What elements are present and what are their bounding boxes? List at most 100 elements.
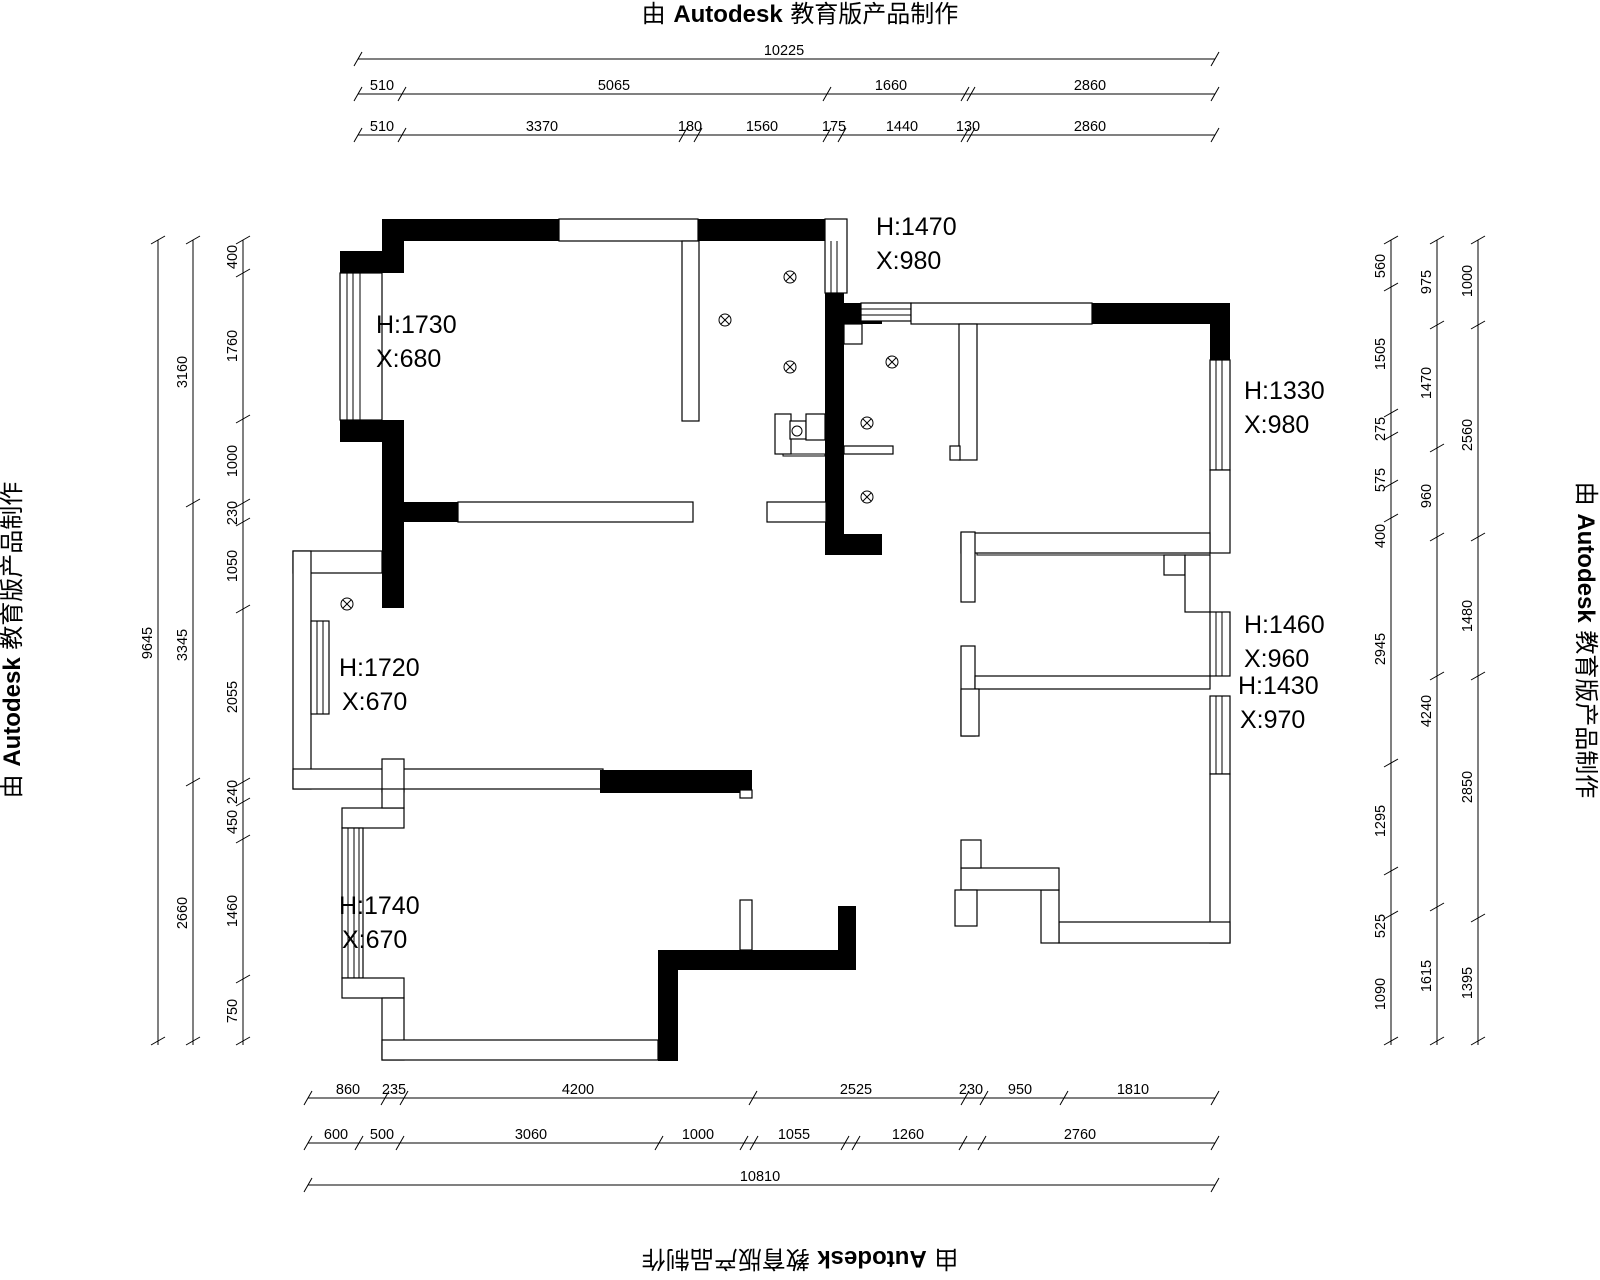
window-height-label: H:1740 — [339, 892, 420, 920]
exterior-wall — [381, 1039, 659, 1061]
dim-right: 1395 — [1460, 967, 1476, 999]
dim-top: 3370 — [526, 119, 558, 135]
wall-solid — [382, 219, 404, 273]
dim-right: 1480 — [1460, 600, 1476, 632]
partition-wall — [739, 899, 753, 951]
window-width-label: X:670 — [342, 688, 407, 716]
dim-top: 2860 — [1074, 119, 1106, 135]
partition-wall — [843, 445, 894, 455]
window-width-label: X:970 — [1240, 706, 1305, 734]
light-icon — [718, 313, 732, 327]
exterior-wall — [341, 807, 405, 829]
dim-right: 1615 — [1419, 960, 1435, 992]
window-height-label: H:1430 — [1238, 672, 1319, 700]
dim-left: 750 — [225, 999, 241, 1023]
wall-solid — [600, 770, 752, 793]
fixture — [774, 413, 792, 455]
window-height-label: H:1470 — [876, 213, 957, 241]
window-height-label: H:1720 — [339, 654, 420, 682]
dim-top: 5065 — [598, 78, 630, 94]
dim-top-total: 10225 — [764, 43, 804, 59]
dim-left: 1050 — [225, 550, 241, 582]
dim-right: 4240 — [1419, 695, 1435, 727]
exterior-wall — [1209, 773, 1231, 944]
wall-solid — [838, 906, 856, 970]
left-dimensions: 9645 3160 3345 2660 400 1760 1000 230 10… — [140, 235, 251, 1046]
shaft — [843, 323, 863, 345]
partition-wall — [960, 867, 1060, 891]
partition-wall — [949, 445, 961, 461]
right-dimensions: 560 1505 275 575 400 2945 1295 525 1090 … — [1373, 235, 1486, 1046]
partition-wall — [381, 788, 405, 809]
exterior-wall — [292, 768, 604, 790]
dim-bottom: 1000 — [682, 1127, 714, 1143]
window-frame — [1209, 611, 1231, 677]
dim-right: 1295 — [1373, 805, 1389, 837]
window-width-label: X:670 — [342, 926, 407, 954]
exterior-wall — [1184, 554, 1211, 613]
partition-wall — [960, 532, 1211, 554]
partition-wall — [681, 240, 700, 422]
dim-right: 1505 — [1373, 338, 1389, 370]
dim-top: 1440 — [886, 119, 918, 135]
wall-solid — [1092, 303, 1230, 324]
partition-wall — [960, 839, 982, 869]
dim-top: 510 — [370, 119, 394, 135]
dim-bottom: 3060 — [515, 1127, 547, 1143]
dim-left: 1760 — [225, 330, 241, 362]
dim-left: 1460 — [225, 895, 241, 927]
window-labels: H:1730 X:680 H:1470 X:980 H:1330 X:980 H… — [339, 213, 1325, 954]
window-width-label: X:980 — [1244, 411, 1309, 439]
dim-left: 450 — [225, 810, 241, 834]
dim-left: 1000 — [225, 445, 241, 477]
light-icon — [340, 597, 354, 611]
dim-bottom-total: 10810 — [740, 1169, 780, 1185]
window-height-label: H:1330 — [1244, 377, 1325, 405]
light-icon — [783, 270, 797, 284]
walls — [292, 218, 1231, 1061]
dim-right: 575 — [1373, 468, 1389, 492]
partition-wall — [974, 675, 1211, 690]
watermark-right: 由 Autodesk 教育版产品制作 — [1572, 482, 1600, 799]
dim-top: 130 — [956, 119, 980, 135]
dim-left: 230 — [225, 501, 241, 525]
dim-right: 560 — [1373, 254, 1389, 278]
wall-opening — [558, 218, 699, 242]
dim-bottom: 1810 — [1117, 1082, 1149, 1098]
dim-right: 960 — [1419, 484, 1435, 508]
wall-solid — [658, 950, 856, 970]
wall-solid — [404, 502, 458, 522]
partition-wall — [958, 323, 978, 461]
window-width-label: X:980 — [876, 247, 941, 275]
partition-wall — [954, 889, 978, 927]
light-icon — [860, 416, 874, 430]
dim-top: 510 — [370, 78, 394, 94]
dim-right: 2560 — [1460, 419, 1476, 451]
window-width-label: X:680 — [376, 345, 441, 373]
dim-bottom: 600 — [324, 1127, 348, 1143]
partition-wall — [457, 501, 694, 523]
dim-bottom: 860 — [336, 1082, 360, 1098]
dim-right: 525 — [1373, 914, 1389, 938]
dim-bottom: 500 — [370, 1127, 394, 1143]
dim-left: 2660 — [175, 897, 191, 929]
dim-left: 240 — [225, 780, 241, 804]
wall-solid — [382, 219, 559, 241]
wall-solid — [825, 293, 844, 555]
wall-solid — [825, 534, 882, 555]
window-frame — [1209, 695, 1231, 775]
partition-wall — [381, 758, 405, 793]
dim-right: 2945 — [1373, 633, 1389, 665]
dim-bottom: 4200 — [562, 1082, 594, 1098]
light-icon — [885, 355, 899, 369]
exterior-wall — [1040, 889, 1060, 944]
dim-bottom: 230 — [959, 1082, 983, 1098]
top-dimensions: 10225 510 5065 1660 2860 510 3370 180 15… — [353, 43, 1220, 143]
partition-wall — [960, 688, 980, 737]
dim-bottom: 2525 — [840, 1082, 872, 1098]
dim-top: 2860 — [1074, 78, 1106, 94]
wall-opening — [910, 302, 1093, 325]
window-width-label: X:960 — [1244, 645, 1309, 673]
window-frame — [310, 620, 330, 715]
